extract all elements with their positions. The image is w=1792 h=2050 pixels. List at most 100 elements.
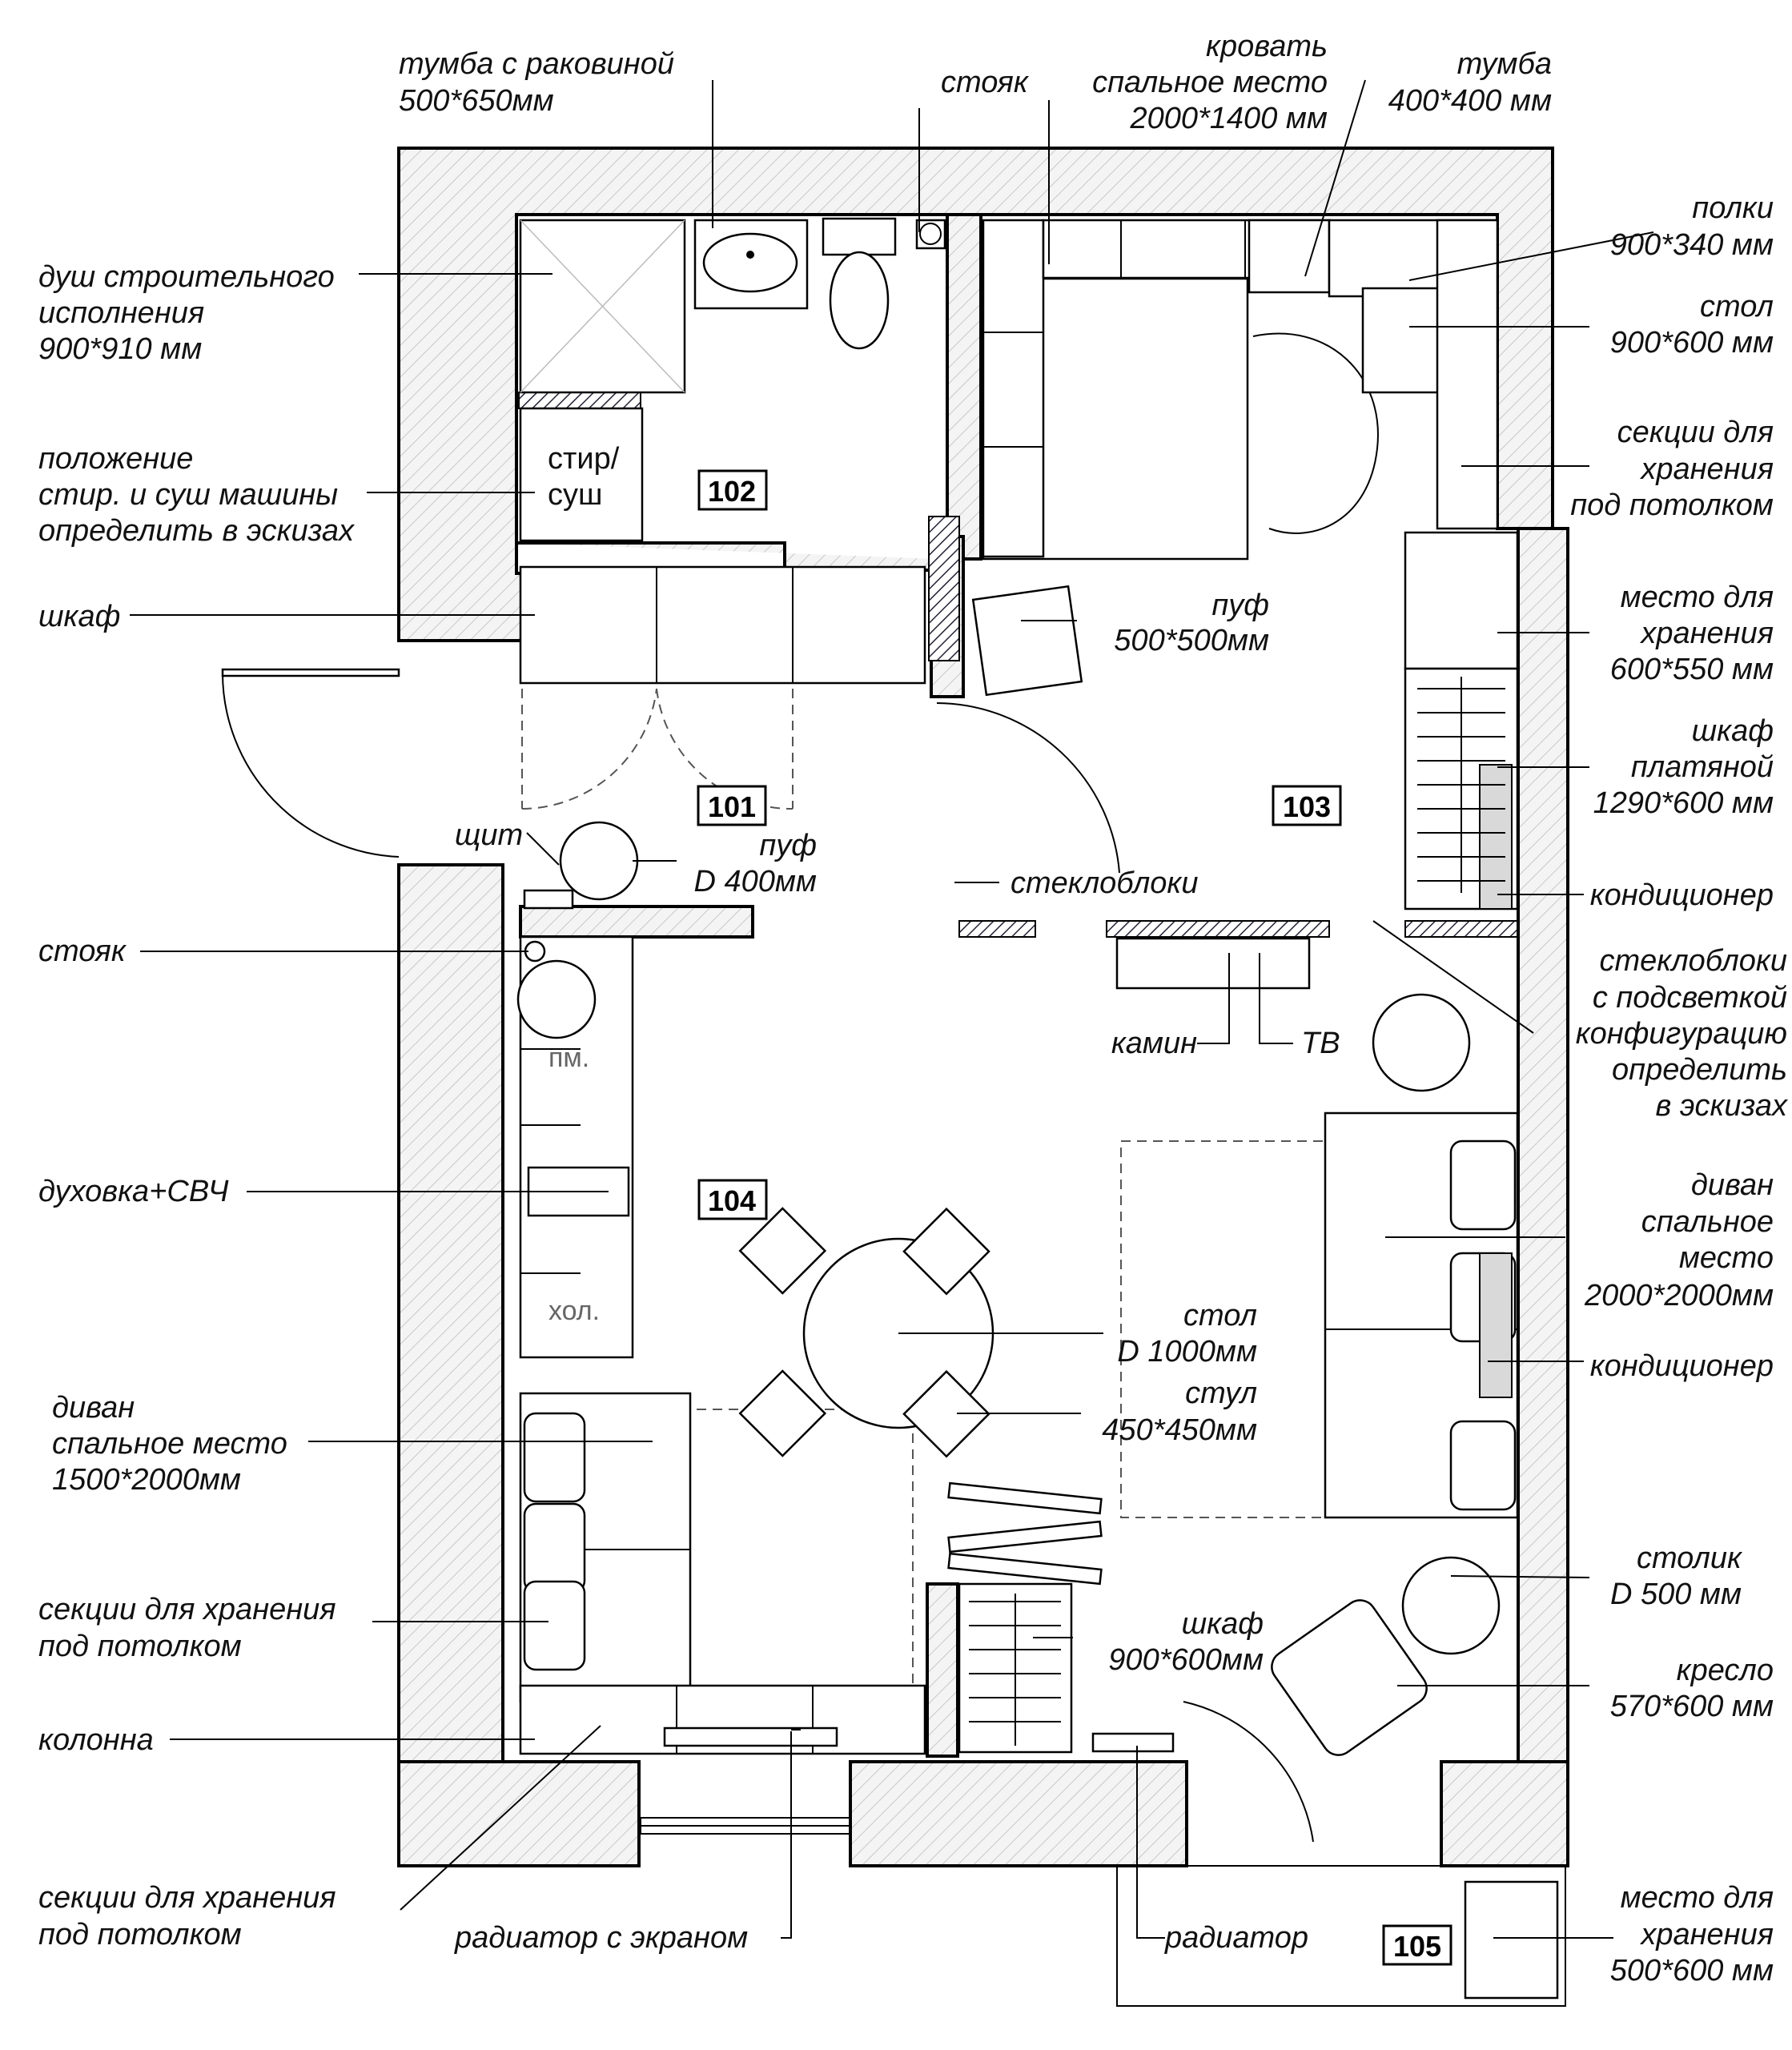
- label-glass-blocks: стеклоблоки: [1011, 866, 1198, 900]
- washer-label-2: суш: [548, 478, 603, 512]
- label-sofa-right-1: диван: [1691, 1168, 1774, 1202]
- kitchen-sink: [516, 959, 597, 1039]
- label-living-wardrobe-2: 900*600мм: [1108, 1643, 1264, 1677]
- label-sofa-left-1: диван: [52, 1391, 135, 1425]
- label-sofa-right-4: 2000*2000мм: [1584, 1279, 1774, 1312]
- label-sofa-right-3: место: [1679, 1241, 1774, 1275]
- label-pouf-bedroom-1: пуф: [1211, 589, 1269, 622]
- ac-living: [1479, 1252, 1513, 1398]
- chair-1: [738, 1207, 827, 1295]
- label-storage-balcony-1: место для: [1621, 1881, 1774, 1915]
- chair-2: [902, 1207, 990, 1296]
- room-103: 103: [936, 219, 1519, 910]
- leader-lines: [130, 79, 1654, 1939]
- label-oven: духовка+СВЧ: [38, 1175, 229, 1208]
- label-sofa-left-3: 1500*2000мм: [52, 1463, 241, 1497]
- label-living-wardrobe-1: шкаф: [1182, 1607, 1264, 1641]
- label-storage-place-3: 600*550 мм: [1610, 653, 1774, 686]
- label-glass-blocks-lit-1: стеклоблоки: [1600, 944, 1787, 978]
- label-ceiling-storage-right-1: секции для: [1617, 416, 1774, 449]
- dishwasher-label: пм.: [548, 1043, 589, 1073]
- hangers-bedroom: [1417, 677, 1505, 893]
- label-nightstand-1: тумба: [1457, 47, 1552, 81]
- hall-wardrobe: [519, 565, 926, 685]
- label-sink-cabinet-1: тумба с раковиной: [399, 47, 674, 81]
- label-storage-place-1: место для: [1621, 581, 1774, 614]
- label-storage-balcony-3: 500*600 мм: [1610, 1954, 1774, 1988]
- label-panel: щит: [455, 818, 523, 852]
- label-ceiling-storage-right-3: под потолком: [1570, 488, 1774, 522]
- ceiling-storage-bedroom: [982, 219, 1045, 558]
- label-ceiling-storage-left-2: под потолком: [38, 1630, 242, 1663]
- label-fireplace: камин: [1111, 1027, 1197, 1060]
- label-nightstand-2: 400*400 мм: [1388, 84, 1552, 118]
- label-clothes-wardrobe-3: 1290*600 мм: [1593, 786, 1774, 820]
- room-102: стир/ суш 102: [519, 217, 946, 542]
- label-clothes-wardrobe-1: шкаф: [1692, 714, 1774, 748]
- room-104: пм. хол.: [516, 935, 1519, 1843]
- label-table-1: стол: [1183, 1299, 1257, 1332]
- sofa-left-cushion-2: [523, 1502, 586, 1594]
- label-bed-2: спальное место: [1092, 66, 1328, 99]
- armchair: [1271, 1599, 1428, 1756]
- label-ceiling-storage-left-1: секции для хранения: [38, 1593, 336, 1626]
- label-glass-blocks-lit-3: конфигурацию: [1576, 1017, 1787, 1051]
- radiator-screen: [663, 1726, 838, 1747]
- ceiling-storage-103: [1436, 219, 1499, 530]
- label-pouf-hall-2: D 400мм: [693, 865, 817, 898]
- label-tv: ТВ: [1301, 1027, 1340, 1060]
- wall-101-104: [519, 905, 754, 939]
- label-column: колонна: [38, 1723, 154, 1757]
- label-bed-1: кровать: [1206, 30, 1328, 63]
- label-ac-living: кондиционер: [1590, 1349, 1774, 1383]
- bedroom-door-swing: [936, 702, 1120, 874]
- label-sofa-left-2: спальное место: [52, 1427, 287, 1461]
- label-washer-position-1: положение: [38, 442, 193, 476]
- label-riser-kitchen: стояк: [38, 935, 127, 968]
- label-glass-blocks-lit-4: определить: [1612, 1053, 1787, 1087]
- label-glass-blocks-lit-5: в эскизах: [1655, 1089, 1789, 1123]
- windows: [640, 1817, 1566, 2007]
- label-washer-position-2: стир. и суш машины: [38, 478, 338, 512]
- storage-balcony: [1464, 1880, 1559, 2000]
- wall-102-103: [946, 213, 982, 561]
- label-side-table-1: столик: [1637, 1542, 1743, 1575]
- room-number-101: 101: [708, 790, 756, 823]
- sofa-left-cushion-1: [523, 1412, 586, 1503]
- walls: [397, 147, 1569, 1867]
- toilet-tank: [822, 217, 897, 256]
- label-shelves-1: полки: [1692, 191, 1774, 225]
- hangers-rack: [947, 1481, 1103, 1586]
- hall-pouf: [559, 821, 639, 901]
- label-washer-position-3: определить в эскизах: [38, 514, 356, 548]
- radiator: [1091, 1732, 1175, 1753]
- pouf-living: [1372, 993, 1471, 1092]
- washer-label-1: стир/: [548, 442, 620, 476]
- label-hall-wardrobe: шкаф: [38, 600, 120, 633]
- room-105: 105: [1382, 1880, 1559, 2000]
- room-number-104: 104: [708, 1184, 756, 1217]
- chair-3: [738, 1369, 827, 1457]
- bedroom-pouf: [971, 585, 1083, 697]
- outer-wall-west: [397, 863, 504, 1863]
- label-storage-place-2: хранения: [1639, 617, 1774, 650]
- label-side-table-2: D 500 мм: [1610, 1578, 1742, 1611]
- toilet-bowl: [829, 251, 890, 350]
- room-number-105: 105: [1393, 1930, 1441, 1963]
- label-riser-top: стояк: [941, 66, 1030, 99]
- label-shower-3: 900*910 мм: [38, 332, 202, 366]
- label-armchair-2: 570*600 мм: [1610, 1690, 1774, 1723]
- outer-wall-east: [1517, 527, 1569, 1867]
- entrance-door-swing: [221, 672, 400, 858]
- label-radiator: радиатор: [1164, 1921, 1308, 1955]
- chair-4: [902, 1369, 990, 1458]
- wall-column-104-left: [926, 1582, 959, 1758]
- electrical-panel: [523, 889, 574, 910]
- sofa-right-cushion-1: [1449, 1140, 1517, 1231]
- side-table: [1401, 1556, 1501, 1655]
- label-chair-1: стул: [1185, 1377, 1257, 1410]
- room-number-102: 102: [708, 475, 756, 508]
- label-shower-1: душ строительного: [38, 260, 335, 294]
- label-table-2: D 1000мм: [1117, 1335, 1257, 1369]
